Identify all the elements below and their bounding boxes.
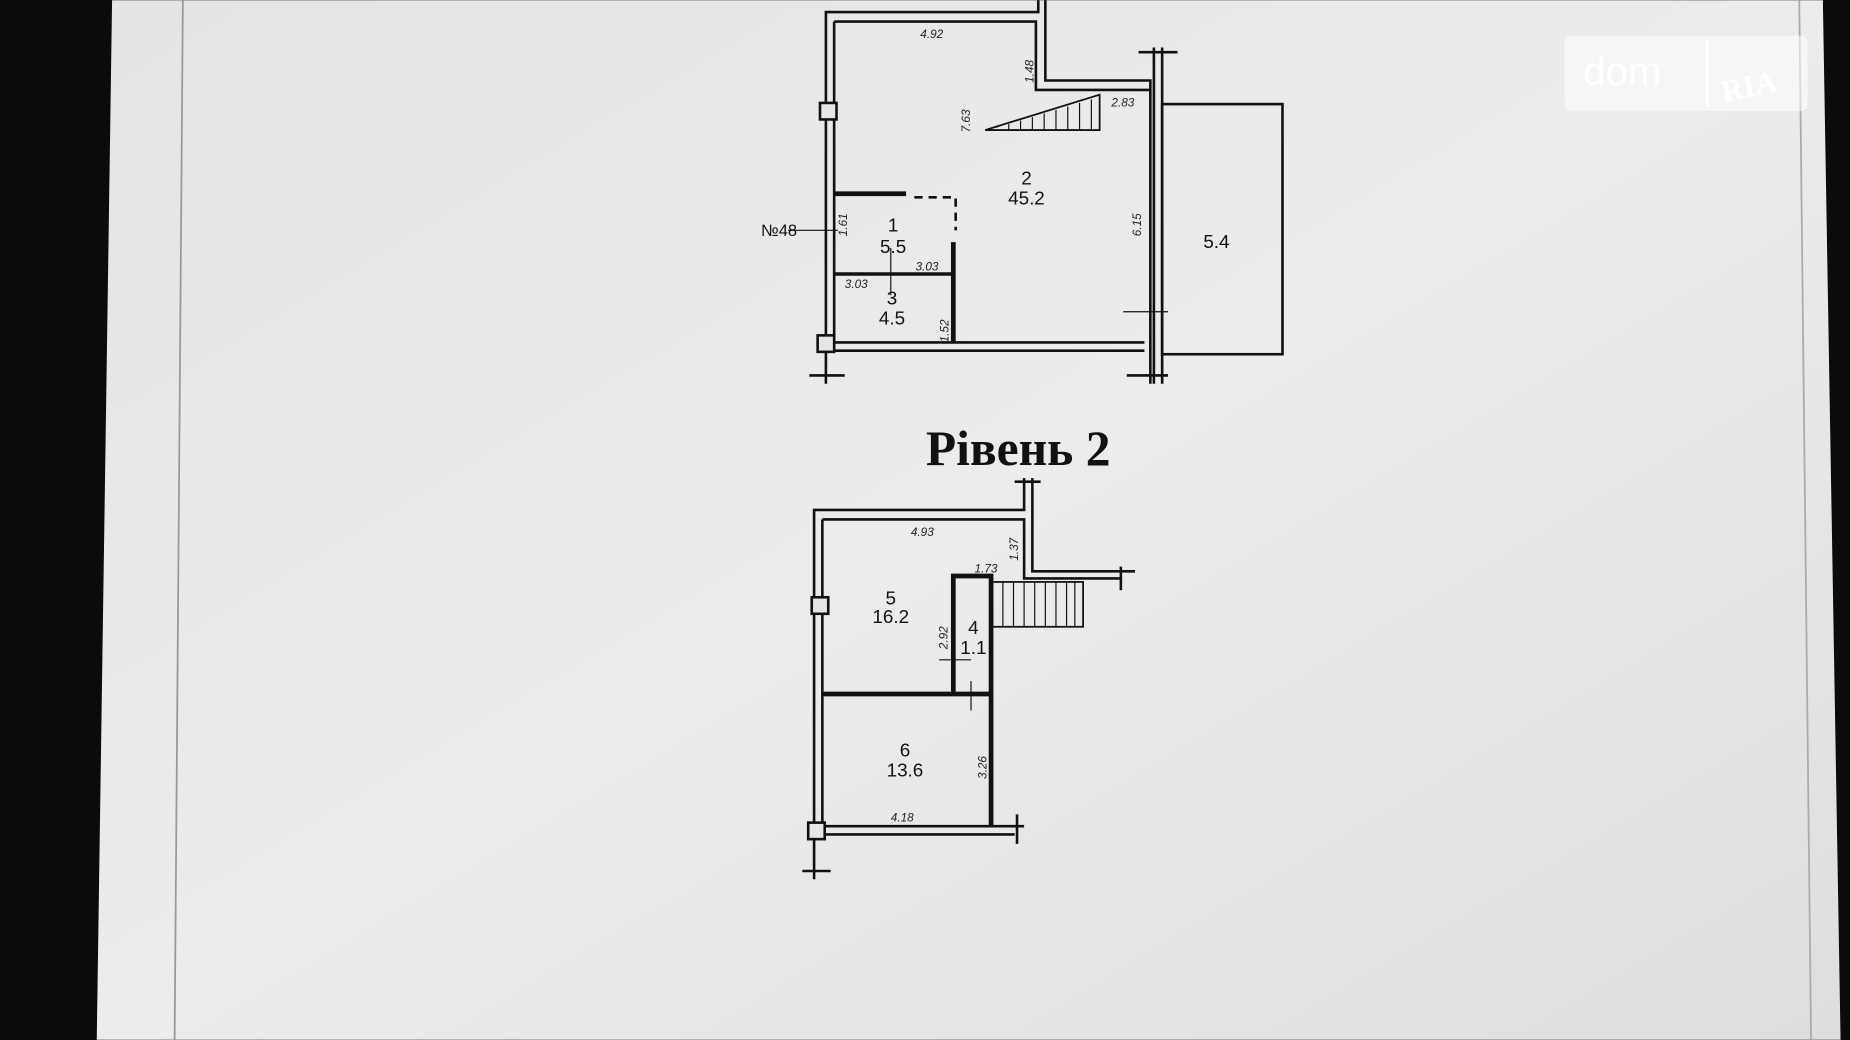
dim-room6-height: 3.26 [976,756,989,779]
room-4-number: 4 [968,617,979,638]
dim-right: 6.15 [1131,213,1144,236]
dim-room3-width: 3.03 [845,278,868,291]
dim-top: 4.92 [920,28,943,41]
dim-stair-width: 2.83 [1110,96,1134,109]
watermark-logo: dom RIA [1564,35,1808,112]
dim-l2-notch: 1.37 [1008,537,1021,560]
dim-stair-height: 7.63 [960,109,973,132]
room-5-area: 16.2 [872,606,909,627]
level1-plan [788,0,1284,384]
apartment-label: №48 [761,222,797,240]
dim-l2-top: 4.93 [911,526,934,539]
room-4-area: 1.1 [960,637,986,658]
dim-room1-width: 3.03 [916,260,939,273]
balcony-area: 5.4 [1203,231,1229,252]
dim-notch: 1.48 [1024,59,1037,82]
room-5-number: 5 [886,587,897,608]
dim-left: 1.61 [837,213,850,236]
dim-l2-step: 1.73 [975,563,998,576]
level2-title: Рівень 2 [926,421,1111,476]
room-3-number: 3 [887,288,898,309]
level2-plan [802,478,1136,880]
room-6-number: 6 [900,740,911,761]
room-2-number: 2 [1021,167,1032,188]
dim-room3-height: 1.52 [939,319,952,342]
dim-room4-height: 2.92 [937,626,950,650]
room-1-area: 5.5 [880,236,906,257]
room-3-area: 4.5 [879,308,905,329]
room-6-area: 13.6 [887,760,924,781]
dim-l2-bottom: 4.18 [891,811,914,824]
margin-line [1798,0,1812,1040]
room-1-number: 1 [888,215,899,236]
watermark-text: dom [1583,50,1661,94]
margin-line [173,0,184,1040]
room-2-area: 45.2 [1008,187,1045,208]
